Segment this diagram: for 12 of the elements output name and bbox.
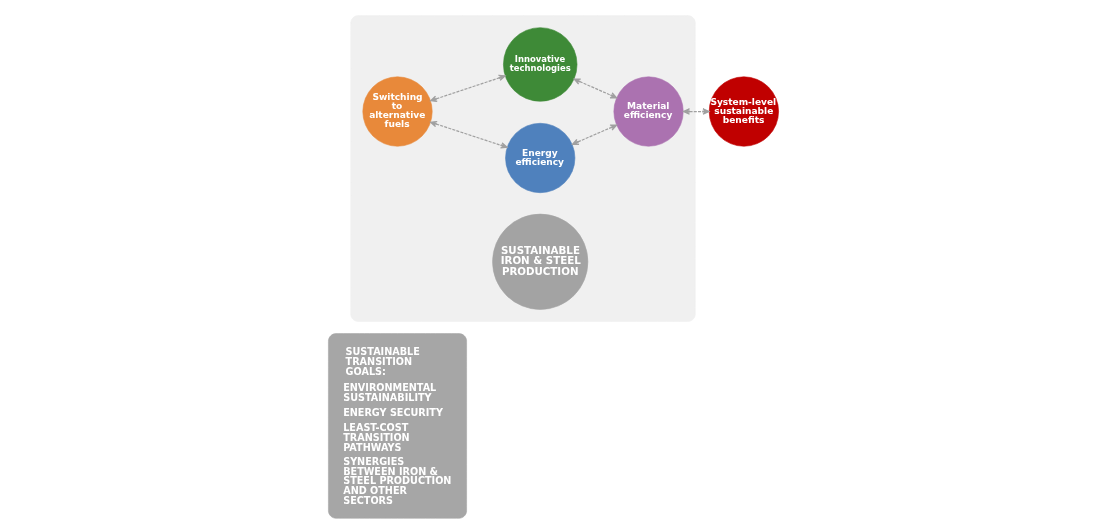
- node-circle: System-level sustainable benefits: [708, 76, 779, 147]
- arrow: [682, 108, 710, 115]
- arrow: [429, 120, 508, 149]
- cluster: [349, 15, 696, 322]
- arrow: [429, 74, 506, 102]
- node-circle: SUSTAINABLE IRON & STEEL PRODUCTION: [491, 213, 588, 310]
- arrow: [571, 124, 617, 145]
- node-circle: Energy efficiency: [504, 123, 575, 193]
- node-box: SUSTAINABLE TRANSITION GOALS: ENVIRONMENTAL SUSTAINABILITY ENERGY SECURITY LEAST-COST TRANSITION PATHWAYS SYNERGIES BETWEEN IRON & STEEL PRODUCTION AND OTHER SECTORS: [327, 333, 467, 519]
- node-circle: Switching to alternative fuels: [362, 76, 432, 147]
- node-circle: Innovative technologies: [502, 27, 577, 102]
- node-circle: Material efficiency: [613, 76, 684, 147]
